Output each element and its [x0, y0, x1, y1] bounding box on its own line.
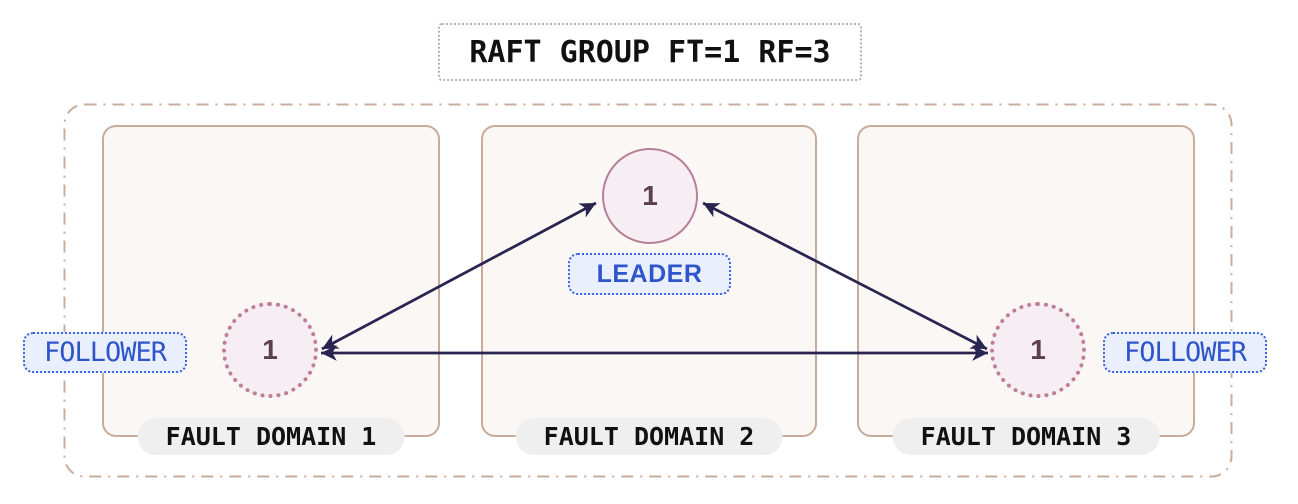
- follower-node-2: 1: [990, 302, 1086, 398]
- fault-domain-3-label: FAULT DOMAIN 3: [892, 418, 1160, 455]
- leader-label: LEADER: [568, 253, 731, 295]
- raft-group-dashdot-border: [63, 103, 1233, 478]
- fault-domain-1-label: FAULT DOMAIN 1: [137, 418, 405, 455]
- leader-node-value: 1: [642, 180, 658, 211]
- follower-node-1: 1: [222, 302, 318, 398]
- leader-node: 1: [602, 148, 698, 244]
- follower-node-1-value: 1: [262, 334, 278, 365]
- follower-2-label: FOLLOWER: [1103, 332, 1267, 373]
- raft-group-title: RAFT GROUP FT=1 RF=3: [469, 34, 831, 70]
- follower-node-2-value: 1: [1030, 334, 1046, 365]
- raft-group-title-box: RAFT GROUP FT=1 RF=3: [438, 23, 862, 81]
- fault-domain-2-label: FAULT DOMAIN 2: [515, 418, 783, 455]
- follower-1-label: FOLLOWER: [23, 332, 187, 373]
